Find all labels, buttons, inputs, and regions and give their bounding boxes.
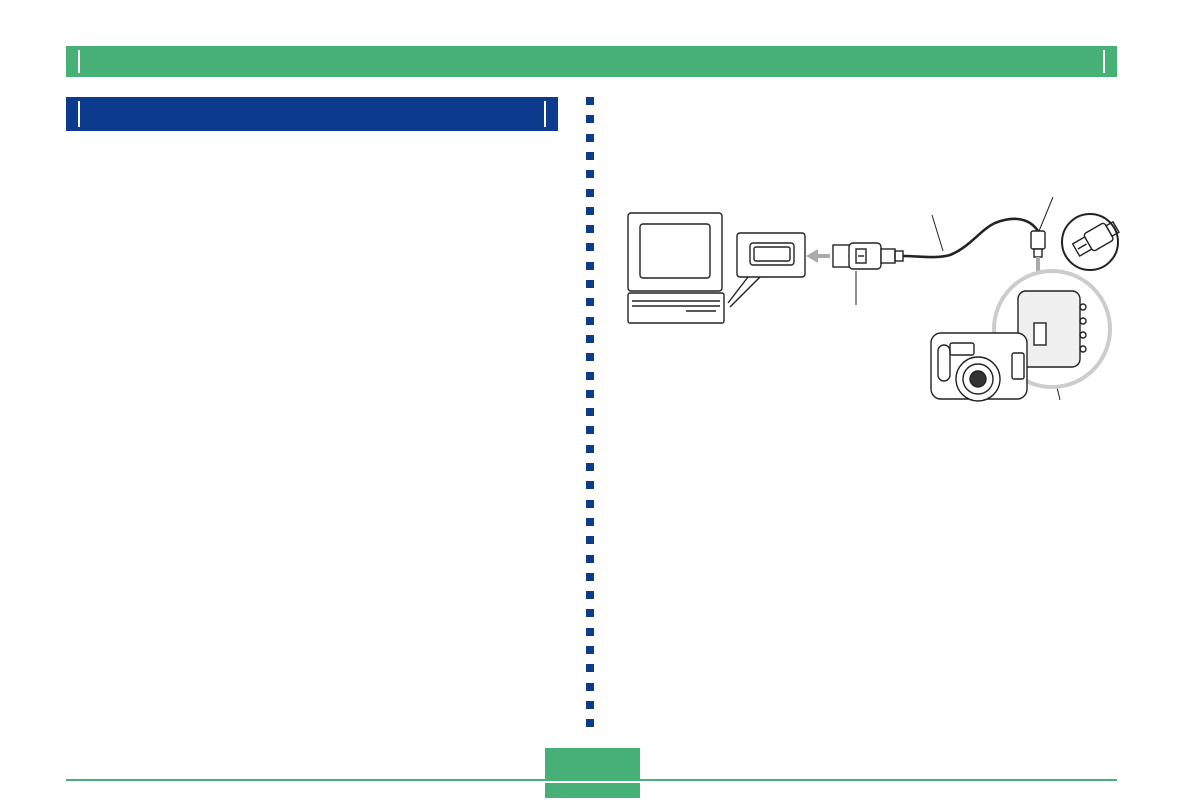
divider-square [586, 554, 594, 563]
divider-square [586, 170, 594, 179]
divider-square [586, 133, 594, 142]
divider-square [586, 353, 594, 362]
divider-square [586, 426, 594, 435]
divider-square [586, 499, 594, 508]
insert-arrow-icon [806, 249, 830, 263]
computer-icon [627, 212, 725, 324]
divider-square [586, 700, 594, 709]
divider-square [586, 261, 594, 270]
divider-square [586, 517, 594, 526]
divider-square [586, 280, 594, 288]
divider-square [586, 389, 594, 398]
divider-square [586, 627, 594, 636]
divider-square [586, 536, 594, 545]
divider-square [586, 316, 594, 325]
section-title-bar [66, 97, 558, 131]
divider-square [586, 591, 594, 600]
mini-usb-connector-icon [1061, 213, 1120, 271]
divider-square [586, 572, 594, 581]
column-divider-dots [586, 97, 596, 737]
divider-square [586, 371, 594, 380]
usb-port-icon [727, 232, 806, 308]
section-bar-left-cap [78, 101, 80, 127]
divider-square [586, 609, 594, 618]
header-bar-right-cap [1103, 50, 1105, 73]
divider-square [586, 115, 594, 124]
divider-square [586, 151, 594, 160]
divider-square [586, 463, 594, 471]
divider-square [586, 664, 594, 673]
divider-square [586, 408, 594, 417]
divider-square [586, 188, 594, 197]
divider-square [586, 682, 594, 691]
divider-square [586, 444, 594, 453]
chapter-header-bar [66, 46, 1117, 77]
divider-square [586, 719, 594, 728]
usb-connection-illustration [627, 196, 1120, 402]
divider-square [586, 97, 594, 105]
divider-square [586, 225, 594, 234]
section-bar-right-cap [544, 101, 546, 127]
divider-square [586, 334, 594, 343]
divider-square [586, 646, 594, 654]
divider-square [586, 243, 594, 252]
camera-icon [930, 269, 1112, 402]
header-bar-left-cap [78, 50, 80, 73]
divider-square [586, 206, 594, 215]
footer-rule [66, 779, 1117, 781]
divider-square [586, 481, 594, 490]
page-number-tab-base [545, 783, 640, 798]
page-number-tab [545, 748, 640, 780]
divider-square [586, 298, 594, 307]
